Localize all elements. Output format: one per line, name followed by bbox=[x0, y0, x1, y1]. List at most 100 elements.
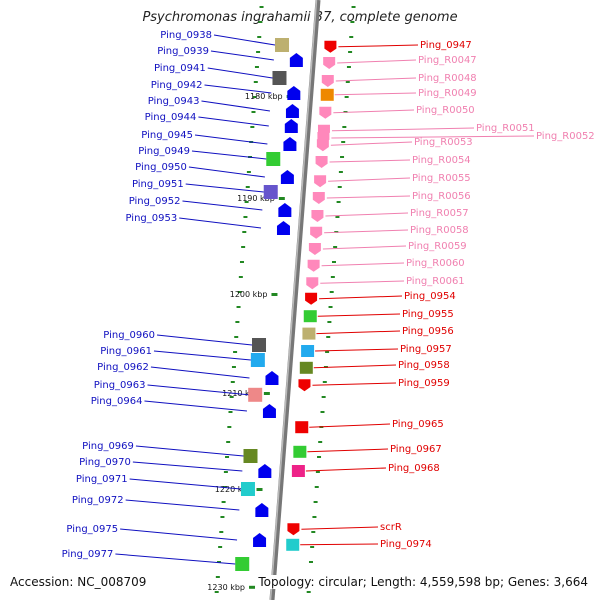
gene-ping-0977-leader bbox=[115, 553, 236, 565]
tick-left bbox=[245, 186, 250, 188]
gene-ping-0959-arrow bbox=[298, 379, 311, 392]
gene-ping-0952-leader bbox=[182, 200, 263, 211]
gene-ping-0961-leader bbox=[153, 350, 251, 361]
gene-ping-0957-leader bbox=[315, 348, 399, 352]
tick-left bbox=[256, 51, 261, 53]
gene-ping-r0060-label: Ping_R0060 bbox=[406, 258, 465, 269]
tick-right bbox=[310, 546, 315, 548]
tick-left bbox=[250, 126, 255, 128]
tick-right bbox=[314, 486, 319, 488]
tick-left bbox=[252, 96, 257, 98]
kbp-tick bbox=[256, 488, 263, 491]
tick-right bbox=[327, 321, 332, 323]
gene-ping-r0055-leader bbox=[328, 177, 411, 182]
tick-right bbox=[318, 441, 323, 443]
gene-ping-0965-leader bbox=[309, 423, 391, 428]
tick-left bbox=[242, 231, 247, 233]
gene-ping-0951-rect bbox=[263, 185, 278, 199]
gene-ping-0962-arrow bbox=[265, 371, 279, 385]
gene-ping-0961-label: Ping_0961 bbox=[100, 346, 152, 357]
gene-ping-r0056-arrow bbox=[312, 192, 325, 204]
tick-left bbox=[227, 426, 232, 428]
kbp-label: 1200 kbp bbox=[230, 290, 268, 299]
tick-right bbox=[306, 591, 311, 593]
topology-text: Topology: circular; Length: 4,559,598 bp… bbox=[256, 575, 590, 589]
tick-left bbox=[257, 36, 262, 38]
gene-ping-0969-rect bbox=[243, 449, 258, 463]
tick-left bbox=[251, 111, 256, 113]
gene-ping-r0057-arrow bbox=[311, 210, 324, 222]
gene-ping-0972-arrow bbox=[255, 503, 269, 517]
tick-right bbox=[313, 501, 318, 503]
gene-ping-0943-arrow bbox=[285, 104, 299, 118]
tick-left bbox=[243, 216, 248, 218]
gene-scrr-label: scrR bbox=[380, 522, 402, 533]
tick-left bbox=[228, 411, 233, 413]
tick-right bbox=[338, 171, 343, 173]
gene-ping-0947-arrow bbox=[324, 40, 337, 53]
gene-ping-r0058-label: Ping_R0058 bbox=[410, 225, 469, 236]
gene-ping-0977-rect bbox=[235, 557, 250, 571]
tick-left bbox=[236, 306, 241, 308]
gene-ping-0975-arrow bbox=[253, 533, 267, 547]
gene-ping-r0050-label: Ping_R0050 bbox=[416, 105, 475, 116]
gene-ping-0944-label: Ping_0944 bbox=[145, 112, 197, 123]
gene-ping-0967-rect bbox=[293, 445, 307, 458]
kbp-label: 1190 kbp bbox=[237, 194, 275, 203]
gene-ping-0956-label: Ping_0956 bbox=[402, 326, 454, 337]
gene-ping-r0059-arrow bbox=[308, 243, 321, 255]
tick-right bbox=[311, 531, 316, 533]
gene-ping-0952-arrow bbox=[278, 203, 292, 217]
gene-ping-0949-rect bbox=[266, 152, 281, 166]
gene-ping-0963-rect bbox=[248, 387, 263, 402]
gene-ping-0964-arrow bbox=[262, 404, 276, 418]
gene-ping-0969-label: Ping_0969 bbox=[82, 441, 134, 452]
tick-right bbox=[315, 471, 320, 473]
gene-ping-r0059-leader bbox=[322, 245, 407, 250]
gene-ping-0950-arrow bbox=[280, 170, 294, 184]
gene-ping-0957-label: Ping_0957 bbox=[400, 344, 452, 355]
tick-right bbox=[337, 186, 342, 188]
gene-ping-0944-arrow bbox=[284, 119, 298, 133]
gene-ping-0971-rect bbox=[240, 482, 255, 496]
gene-ping-0945-arrow bbox=[283, 137, 297, 151]
gene-ping-0952-label: Ping_0952 bbox=[129, 196, 181, 207]
gene-ping-0967-leader bbox=[307, 448, 389, 453]
gene-ping-0972-label: Ping_0972 bbox=[72, 495, 124, 506]
tick-left bbox=[219, 531, 224, 533]
gene-ping-0957-rect bbox=[301, 345, 315, 357]
tick-right bbox=[344, 96, 349, 98]
tick-right bbox=[331, 261, 336, 263]
gene-ping-0956-leader bbox=[316, 330, 401, 335]
gene-ping-0953-label: Ping_0953 bbox=[125, 213, 177, 224]
gene-ping-0955-leader bbox=[317, 313, 401, 317]
gene-ping-r0055-arrow bbox=[314, 175, 327, 188]
tick-right bbox=[341, 141, 346, 143]
gene-ping-0939-arrow bbox=[289, 53, 303, 67]
gene-ping-0963-leader bbox=[147, 384, 249, 396]
gene-ping-r0051-leader bbox=[331, 127, 475, 132]
tick-left bbox=[226, 441, 231, 443]
tick-left bbox=[244, 201, 249, 203]
gene-ping-0950-leader bbox=[188, 166, 265, 178]
tick-right bbox=[329, 291, 334, 293]
gene-ping-r0057-label: Ping_R0057 bbox=[410, 208, 469, 219]
gene-ping-0970-arrow bbox=[258, 464, 272, 478]
gene-ping-0961-rect bbox=[250, 353, 265, 367]
gene-ping-0958-label: Ping_0958 bbox=[398, 360, 450, 371]
gene-ping-0949-leader bbox=[191, 150, 267, 160]
tick-right bbox=[325, 351, 330, 353]
gene-ping-0965-rect bbox=[295, 421, 309, 434]
tick-right bbox=[335, 216, 340, 218]
gene-ping-r0050-arrow bbox=[319, 106, 332, 119]
gene-ping-0939-label: Ping_0939 bbox=[157, 46, 209, 57]
gene-ping-r0054-leader bbox=[329, 159, 411, 163]
gene-ping-0968-leader bbox=[305, 467, 387, 472]
kbp-label: 1180 kbp bbox=[245, 92, 283, 101]
gene-ping-r0049-label: Ping_R0049 bbox=[418, 88, 477, 99]
tick-left bbox=[216, 561, 221, 563]
gene-scrr-arrow bbox=[287, 523, 300, 536]
gene-ping-0974-rect bbox=[286, 538, 300, 551]
gene-ping-0943-leader bbox=[201, 100, 271, 112]
